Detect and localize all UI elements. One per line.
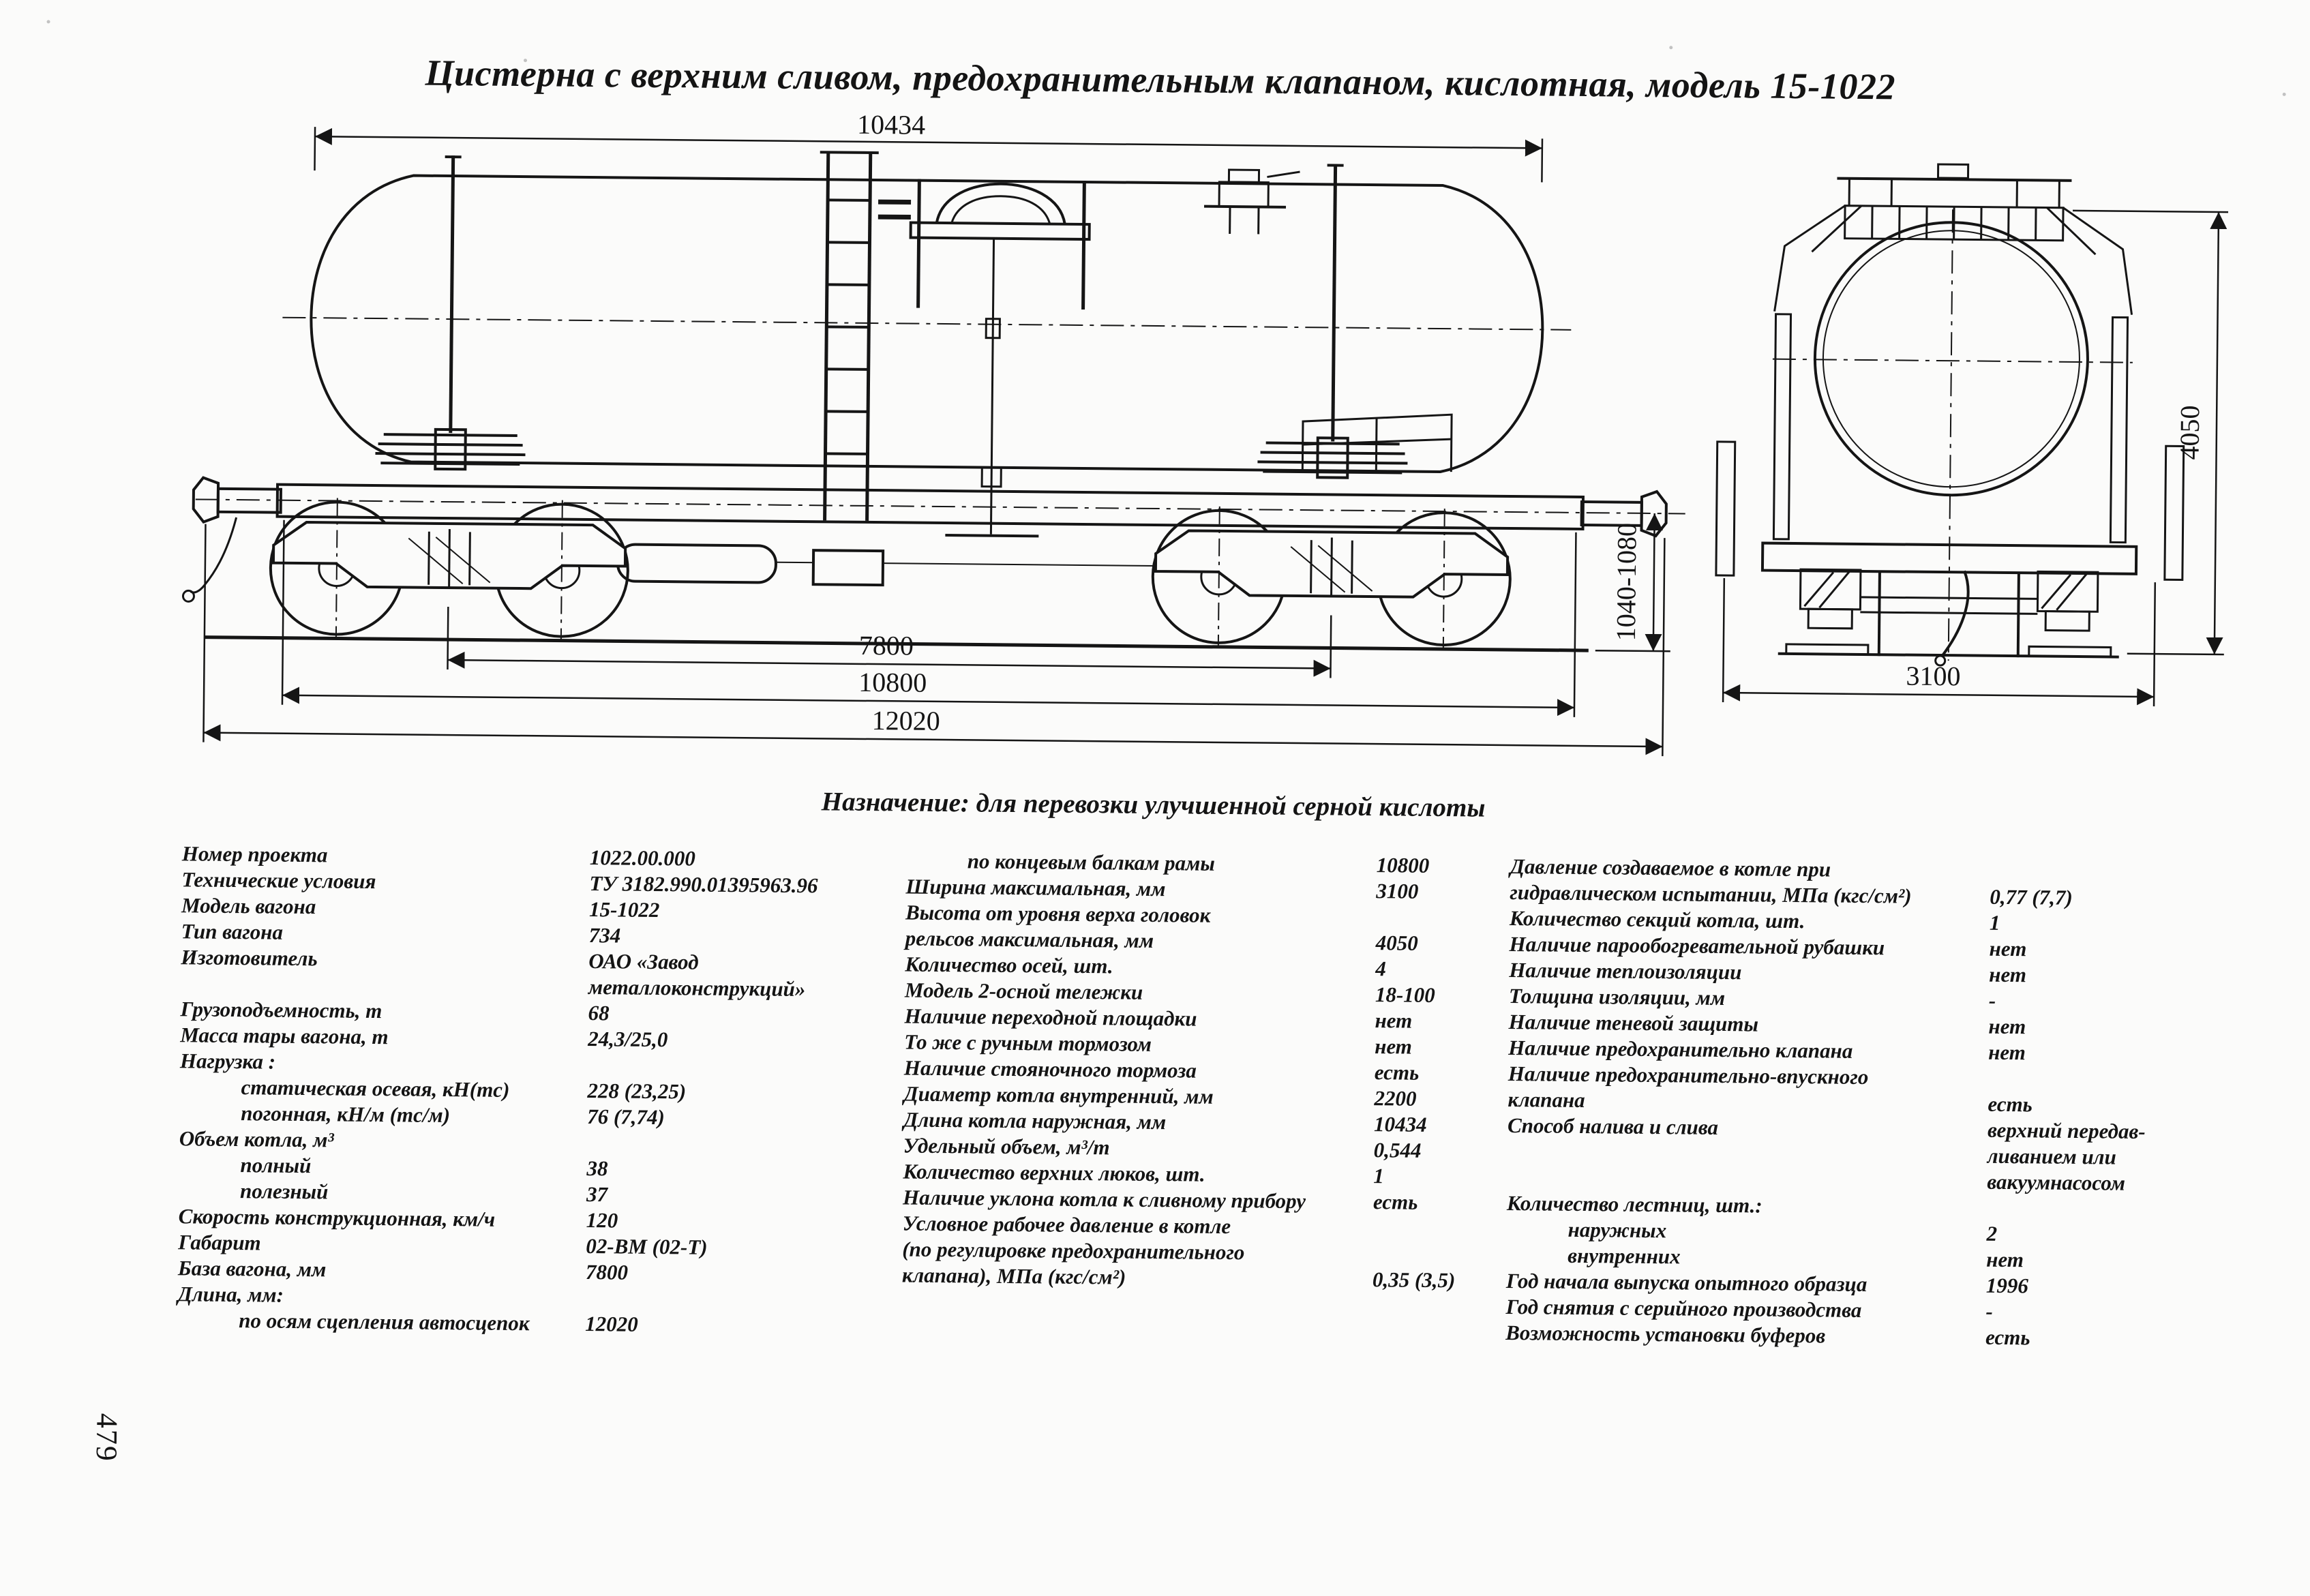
end-center-vertical — [1949, 209, 1953, 661]
tank-axis-line — [282, 318, 1571, 330]
safety-valve — [1204, 170, 1300, 235]
end-top-platform — [1837, 164, 2072, 241]
dim-end-width-label: 3100 — [1906, 661, 1960, 692]
hatch-platform — [875, 179, 1090, 537]
end-stanchion-left — [1773, 314, 1790, 539]
brake-hose-end — [183, 590, 194, 601]
end-axle-top — [1861, 597, 2038, 599]
dip-tube — [991, 239, 993, 534]
tank-cross-section — [1814, 221, 2089, 496]
end-axle-bottom — [1860, 612, 2037, 614]
end-leg-right — [2018, 573, 2019, 657]
end-gauge-bar-right — [2165, 446, 2184, 579]
dim-frame-length-label: 10800 — [858, 667, 927, 698]
end-view-drawing: 4050 3100 — [1715, 162, 2229, 707]
dim-tank-length: 10434 — [314, 104, 1542, 182]
page-number: 479 — [89, 1413, 125, 1462]
end-ground-line — [1778, 654, 2119, 657]
end-leg-left — [1879, 571, 1880, 656]
end-stanchion-right — [2110, 317, 2127, 542]
brake-hose-left — [191, 517, 237, 592]
dim-end-height: 4050 — [2069, 211, 2228, 654]
side-view-drawing: 10434 1040-1080 7800 10800 — [181, 102, 1689, 756]
coupler-left — [218, 489, 281, 513]
frame — [278, 485, 1583, 529]
spec-column-3: Давление создаваемое в котле при гидравл… — [1505, 854, 2301, 1354]
spec-row: клапана), МПа (кгс/см²)0,35 (3,5) — [902, 1263, 1502, 1294]
end-journal-right — [2037, 571, 2098, 631]
technical-drawing: 10434 1040-1080 7800 10800 — [0, 0, 2310, 795]
brake-cylinder — [813, 550, 883, 585]
dim-coupler-length-label: 12020 — [872, 705, 940, 736]
air-reservoir — [618, 544, 777, 582]
dim-tank-length-label: 10434 — [857, 109, 925, 140]
coupler-axis-line — [196, 499, 1685, 513]
dim-bogie-base-label: 7800 — [859, 630, 914, 661]
dim-coupler-height-label: 1040-1080 — [1610, 523, 1642, 642]
end-center-horizontal — [1773, 359, 2133, 363]
tank-cross-section-inner — [1822, 229, 2081, 488]
dim-end-height-label: 4050 — [2174, 405, 2206, 460]
end-gauge-bar-left — [1716, 442, 1735, 575]
dim-coupler-height: 1040-1080 — [1595, 513, 1672, 651]
saddle-right — [1257, 163, 1410, 478]
saddle-left — [375, 155, 528, 470]
end-journal-left — [1800, 569, 1861, 629]
